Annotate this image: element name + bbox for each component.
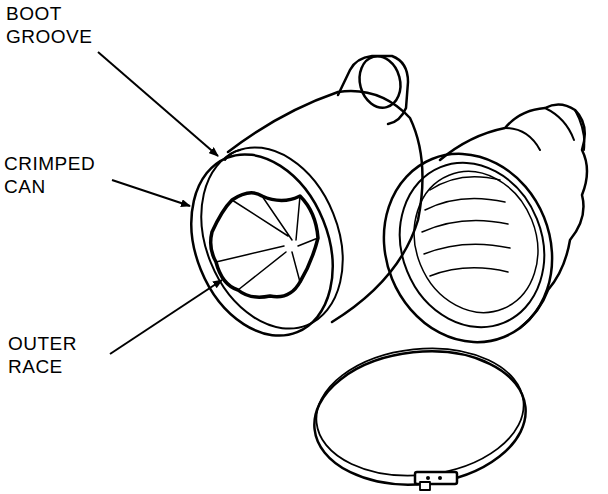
part-label: OUTER RACE [8, 332, 108, 378]
part-label: BOOT GROOVE [6, 2, 106, 48]
part-label: CRIMPED CAN [4, 152, 104, 198]
